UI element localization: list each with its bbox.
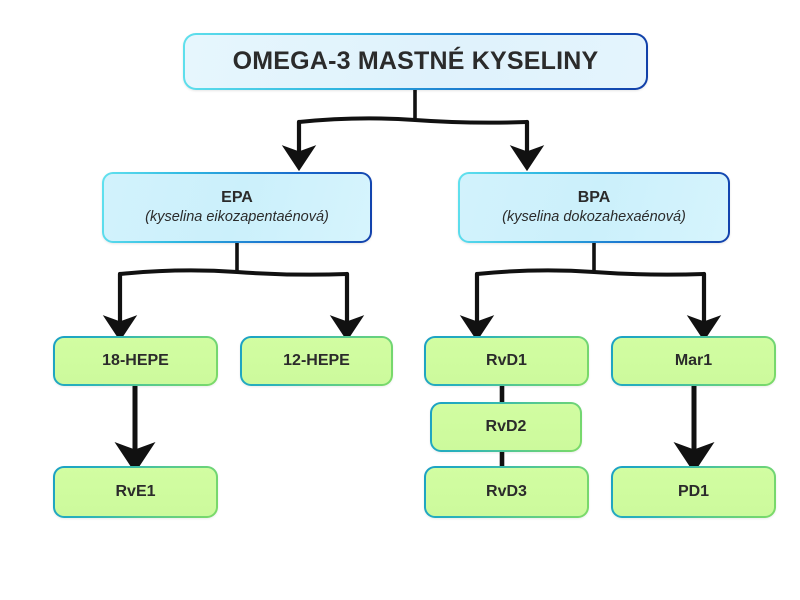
node-label: 12-HEPE	[283, 351, 350, 369]
node-label: EPA	[221, 188, 253, 206]
node-subtitle: (kyselina eikozapentaénová)	[145, 209, 329, 226]
node-rvd2[interactable]: RvD2	[430, 402, 582, 452]
node-rve1[interactable]: RvE1	[53, 466, 218, 518]
node-label: RvD3	[486, 482, 527, 500]
node-rvd1[interactable]: RvD1	[424, 336, 589, 386]
node-label: OMEGA-3 MASTNÉ KYSELINY	[232, 46, 599, 75]
node-subtitle: (kyselina dokozahexaénová)	[502, 209, 686, 226]
connector-root-to-acids	[281, 88, 545, 172]
node-label: RvD1	[486, 351, 527, 369]
node-12-hepe[interactable]: 12-HEPE	[240, 336, 393, 386]
node-label: RvE1	[115, 482, 156, 500]
node-label: RvD2	[485, 417, 527, 435]
node-label: 18-HEPE	[102, 351, 169, 369]
connector-bpa-to-mediators	[459, 241, 722, 342]
node-rvd3[interactable]: RvD3	[424, 466, 589, 518]
node-label: BPA	[577, 188, 611, 206]
connector-epa-to-hepes	[102, 241, 365, 342]
node-pd1[interactable]: PD1	[611, 466, 776, 518]
node-label: Mar1	[674, 351, 713, 369]
node-label: PD1	[677, 482, 710, 500]
node-bpa[interactable]: BPA (kyselina dokozahexaénová)	[458, 172, 730, 243]
node-mar1[interactable]: Mar1	[611, 336, 776, 386]
node-epa[interactable]: EPA (kyselina eikozapentaénová)	[102, 172, 372, 243]
node-omega3-title[interactable]: OMEGA-3 MASTNÉ KYSELINY	[183, 33, 648, 90]
node-18-hepe[interactable]: 18-HEPE	[53, 336, 218, 386]
